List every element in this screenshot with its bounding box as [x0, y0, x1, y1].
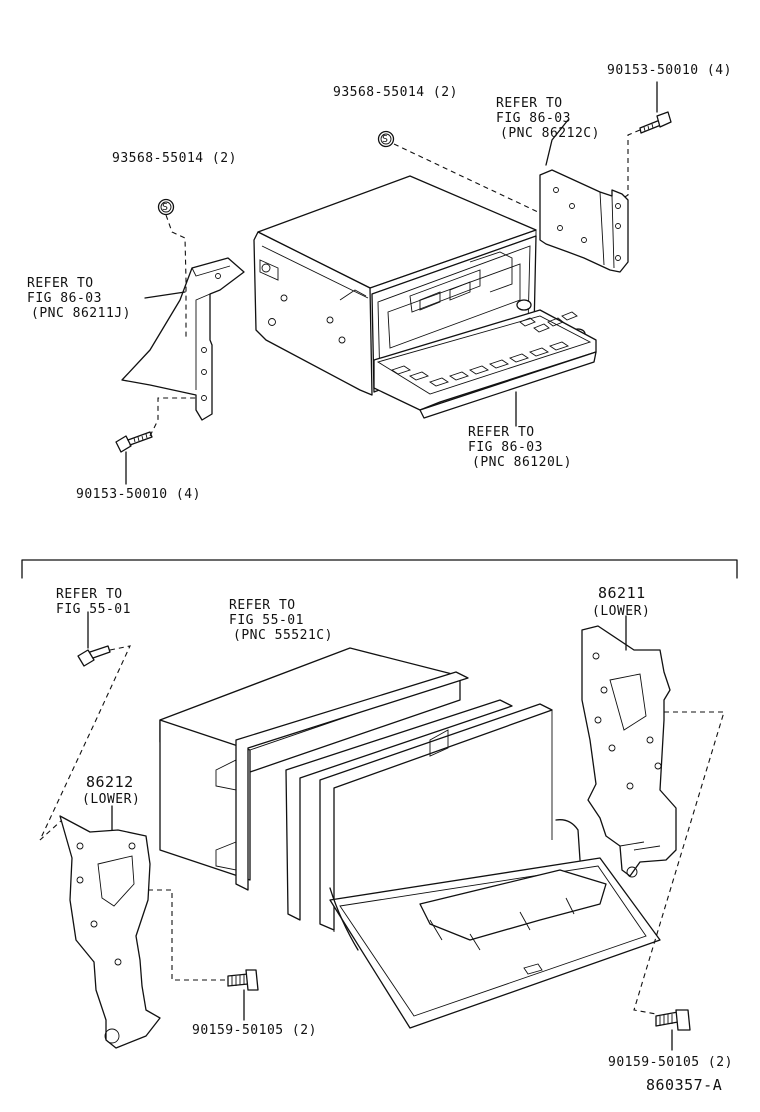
part-number-bolt-mid-left: 90153-50010 (4) [76, 487, 201, 502]
ref-bracket-left-line3: (PNC 86211J) [31, 306, 131, 321]
part-number-bolt-top-right: 90153-50010 (4) [607, 63, 732, 78]
part-number-86211: 86211 [598, 584, 646, 602]
ref-unit-line3: (PNC 86120L) [472, 455, 572, 470]
storage-box-drawing [159, 647, 661, 1029]
bracket-86211-lower [581, 625, 677, 878]
ref-bolt-left-line1: REFER TO [56, 587, 123, 602]
ref-box-line3: (PNC 55521C) [233, 628, 333, 643]
ref-unit-line1: REFER TO [468, 425, 535, 440]
ref-bracket-left-line1: REFER TO [27, 276, 94, 291]
part-number-clip-top-center: 93568-55014 (2) [333, 85, 458, 100]
part-number-clip-top-left: 93568-55014 (2) [112, 151, 237, 166]
part-number-screw-bottom-center: 90159-50105 (2) [192, 1023, 317, 1038]
part-86212-sub: (LOWER) [82, 792, 141, 807]
clip-symbol-left: S [162, 202, 169, 213]
bolt-left-icon [77, 645, 111, 667]
diagram-id: 860357-A [646, 1076, 723, 1094]
bracket-left-top [121, 257, 245, 421]
ref-bolt-left-line2: FIG 55-01 [56, 602, 131, 617]
screw-bottom-center-icon [227, 969, 259, 991]
part-number-86212: 86212 [86, 773, 134, 791]
ref-bracket-left-line2: FIG 86-03 [27, 291, 102, 306]
head-unit-drawing [253, 175, 597, 419]
bracket-86212-lower [59, 815, 161, 1049]
clip-symbol-center: S [382, 134, 389, 145]
bolt-mid-left-icon [115, 431, 153, 453]
clip-icon-left [157, 198, 175, 216]
ref-unit-line2: FIG 86-03 [468, 440, 543, 455]
clip-icon-center [377, 130, 395, 148]
ref-bracket-right-line2: FIG 86-03 [496, 111, 571, 126]
bracket-right-top [539, 169, 629, 273]
ref-box-line1: REFER TO [229, 598, 296, 613]
ref-box-line2: FIG 55-01 [229, 613, 304, 628]
ref-bracket-right-line1: REFER TO [496, 96, 563, 111]
part-86211-sub: (LOWER) [592, 604, 651, 619]
bolt-top-right-icon [639, 111, 672, 134]
screw-bottom-right-icon [655, 1009, 691, 1031]
part-number-screw-bottom-right: 90159-50105 (2) [608, 1055, 733, 1070]
ref-bracket-right-line3: (PNC 86212C) [500, 126, 600, 141]
